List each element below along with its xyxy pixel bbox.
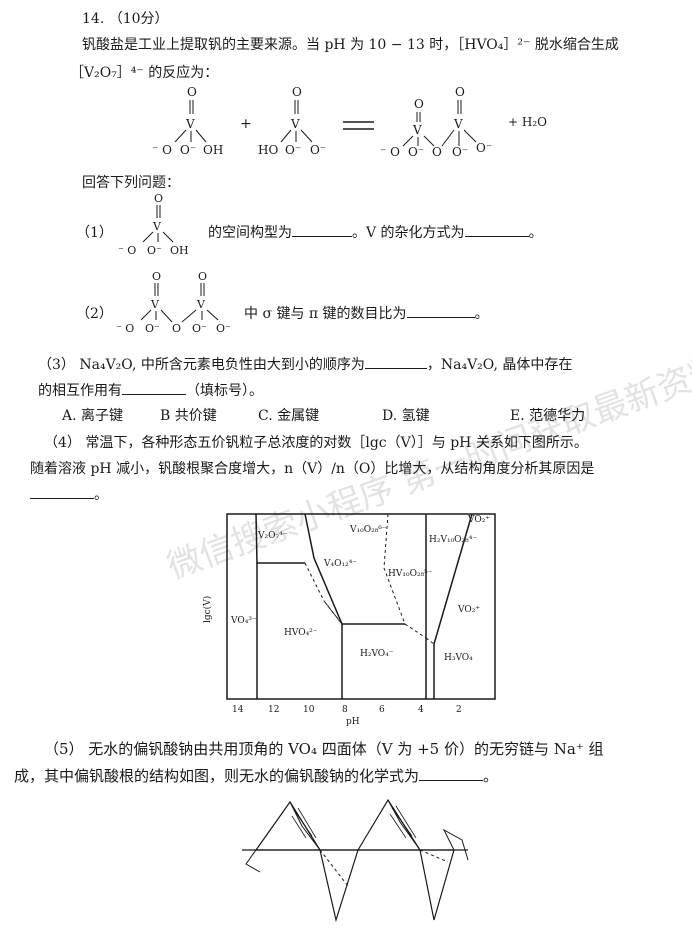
x-tick: 2 bbox=[456, 705, 462, 715]
label-vo4: VO₄³⁻ bbox=[230, 616, 257, 626]
x-tick: 8 bbox=[342, 705, 348, 715]
x-axis-label: pH bbox=[346, 717, 360, 727]
svg-text:V: V bbox=[150, 298, 160, 311]
svg-text:O: O bbox=[414, 97, 424, 111]
hydroxyl-label: OH bbox=[203, 143, 223, 157]
question-number: 14. （10分） bbox=[82, 11, 169, 27]
x-tick: 6 bbox=[379, 705, 385, 715]
y-axis-label: lgc(V) bbox=[202, 596, 213, 623]
svg-text:O⁻: O⁻ bbox=[216, 322, 231, 335]
svg-text:V: V bbox=[412, 123, 422, 137]
hvo4-structure: O V ⁻ O O⁻ OH bbox=[118, 192, 189, 257]
part-2-number: （2） bbox=[76, 306, 113, 322]
answer-blank-5[interactable] bbox=[419, 780, 484, 781]
intro-line-1: 钒酸盐是工业上提取钒的主要来源。当 pH 为 10 − 13 时，［HVO₄］²… bbox=[82, 37, 619, 53]
svg-text:O⁻: O⁻ bbox=[285, 143, 301, 157]
svg-text:O⁻: O⁻ bbox=[145, 322, 160, 335]
part-4-line-3: 。 bbox=[30, 484, 108, 504]
answer-blank-1b[interactable] bbox=[464, 236, 529, 237]
option-b: B 共价键 bbox=[160, 408, 217, 424]
option-d: D. 氢键 bbox=[382, 408, 430, 424]
part-4-line-1: （4） 常温下，各种形态五价钒粒子总浓度的对数［lgc（V）］与 pH 关系如下… bbox=[44, 435, 588, 451]
svg-text:O⁻: O⁻ bbox=[310, 143, 326, 157]
water-product: + H₂O bbox=[508, 115, 547, 129]
svg-text:O: O bbox=[198, 270, 207, 283]
label-hvo4: HVO₄²⁻ bbox=[284, 628, 318, 638]
answer-prompt: 回答下列问题： bbox=[82, 175, 180, 191]
part-1-number: （1） bbox=[76, 225, 113, 241]
x-tick: 14 bbox=[232, 705, 244, 715]
svg-text:O: O bbox=[432, 145, 442, 159]
answer-blank-3a[interactable] bbox=[364, 368, 427, 369]
part-5-line-1: （5） 无水的偏钒酸钠由共用顶角的 VO₄ 四面体（V 为 +5 价）的无穷链与… bbox=[44, 740, 604, 758]
part-4-line-2: 随着溶液 pH 减小，钒酸根聚合度增大，n（V）/n（O）比增大，从结构角度分析… bbox=[30, 461, 595, 477]
svg-text:O⁻: O⁻ bbox=[192, 322, 207, 335]
x-tick: 4 bbox=[418, 705, 424, 715]
option-c: C. 金属键 bbox=[258, 408, 320, 424]
x-tick: 10 bbox=[303, 705, 315, 715]
svg-text:O⁻: O⁻ bbox=[452, 145, 468, 159]
answer-blank-3b[interactable] bbox=[122, 394, 186, 395]
v2o7-structure: O V O V ⁻ O O⁻ O O⁻ O⁻ bbox=[116, 270, 231, 335]
label-vo2-top: VO₂⁺ bbox=[467, 515, 490, 525]
answer-blank-1a[interactable] bbox=[292, 236, 352, 237]
svg-text:O: O bbox=[152, 270, 161, 283]
intro-line-2: ［V₂O₇］⁴⁻ 的反应为： bbox=[70, 65, 219, 81]
label-hv10o28: HV₁₀O₂₈⁵⁻ bbox=[388, 569, 433, 579]
svg-text:V: V bbox=[152, 220, 162, 233]
svg-text:V: V bbox=[290, 117, 300, 131]
oxygen-anion-label: O⁻ bbox=[180, 143, 196, 157]
x-tick: 12 bbox=[268, 705, 279, 715]
oxygen-anion-label: ⁻ O bbox=[152, 143, 172, 157]
svg-text:O⁻: O⁻ bbox=[476, 141, 492, 155]
label-h2vo4: H₂VO₄⁻ bbox=[360, 649, 394, 659]
svg-text:O: O bbox=[172, 322, 181, 335]
label-h2v10o28: H₂V₁₀O₂₈⁴⁻ bbox=[429, 535, 477, 545]
svg-text:⁻ O: ⁻ O bbox=[116, 322, 134, 335]
part-2-text: 中 σ 键与 π 键的数目比为。 bbox=[244, 306, 489, 322]
svg-text:O⁻: O⁻ bbox=[408, 145, 424, 159]
answer-blank-2[interactable] bbox=[406, 317, 475, 318]
svg-text:OH: OH bbox=[170, 244, 189, 257]
option-a: A. 离子键 bbox=[62, 408, 124, 424]
svg-text:O: O bbox=[292, 85, 302, 99]
svg-text:O: O bbox=[154, 192, 163, 205]
label-vo2: VO₂⁺ bbox=[457, 605, 480, 615]
option-e: E. 范德华力 bbox=[510, 408, 586, 424]
reaction-equation: O V ⁻ O O⁻ OH + O V HO O⁻ O⁻ O V O V ⁻ O… bbox=[152, 85, 547, 159]
diagram-frame bbox=[226, 513, 496, 700]
svg-text:V: V bbox=[453, 117, 463, 131]
svg-text:V: V bbox=[196, 298, 206, 311]
metavanadate-chain-figure bbox=[242, 798, 469, 923]
svg-text:⁻ O: ⁻ O bbox=[380, 145, 400, 159]
svg-text:O⁻: O⁻ bbox=[147, 244, 162, 257]
hydroxyl-label: HO bbox=[258, 143, 278, 157]
vanadium-species-diagram: lgc(V) V₂O₇⁴⁻ V₄O₁₂⁴⁻ V₁₀O₂₈⁶⁻ HV₁₀O₂₈⁵⁻… bbox=[202, 513, 496, 727]
oxygen-label: O bbox=[187, 85, 197, 99]
part-1-text: 的空间构型为。V 的杂化方式为。 bbox=[208, 225, 543, 241]
part-3-line-1: （3） Na₄V₂O, 中所含元素电负性由大到小的顺序为，Na₄V₂O, 晶体中… bbox=[38, 357, 573, 373]
label-v4o12: V₄O₁₂⁴⁻ bbox=[323, 559, 357, 569]
svg-text:⁻ O: ⁻ O bbox=[118, 244, 136, 257]
vanadium-label: V bbox=[185, 117, 195, 131]
part-5-line-2: 成，其中偏钒酸根的结构如图，则无水的偏钒酸钠的化学式为。 bbox=[14, 767, 499, 785]
answer-blank-4[interactable] bbox=[30, 498, 94, 499]
label-v2o7: V₂O₇⁴⁻ bbox=[257, 531, 288, 541]
part-3-line-2: 的相互作用有（填标号）。 bbox=[38, 383, 263, 399]
plus-sign: + bbox=[240, 116, 252, 132]
svg-text:O: O bbox=[455, 85, 465, 99]
label-h3vo4: H₃VO₄ bbox=[444, 653, 473, 663]
label-v10o28: V₁₀O₂₈⁶⁻ bbox=[349, 525, 387, 535]
